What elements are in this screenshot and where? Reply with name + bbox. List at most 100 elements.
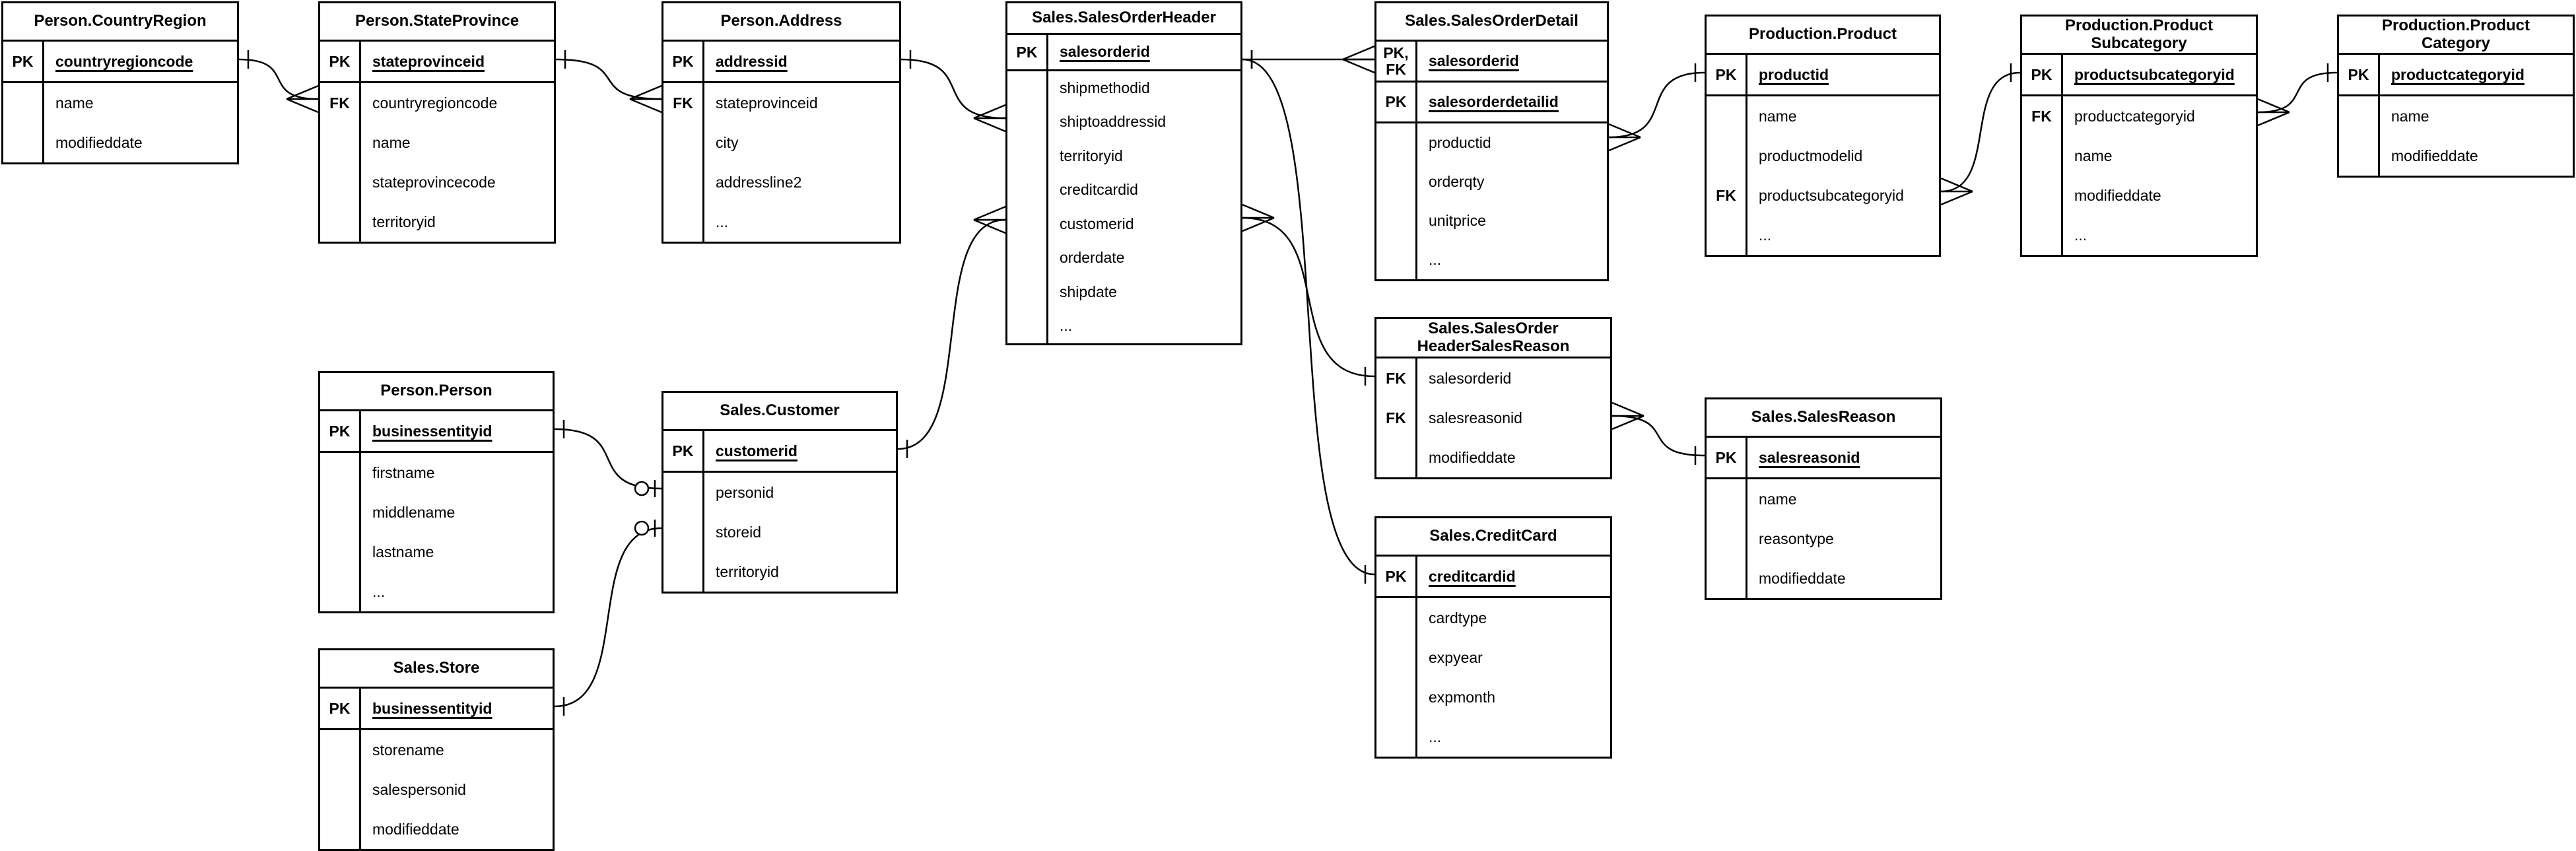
- field-row-firstname[interactable]: firstname: [320, 453, 553, 493]
- field-row-productid[interactable]: productid: [1376, 123, 1607, 162]
- field-row-modifieddate[interactable]: modifieddate: [3, 123, 237, 162]
- relationship-edge[interactable]: [554, 527, 662, 708]
- relationship-edge[interactable]: [897, 219, 1006, 450]
- field-row-productmodelid[interactable]: productmodelid: [1707, 136, 1939, 176]
- field-row-ellipsis[interactable]: ...: [1376, 240, 1607, 279]
- field-row-territoryid[interactable]: territoryid: [1007, 139, 1240, 173]
- field-row-reasontype[interactable]: reasontype: [1707, 519, 1940, 559]
- entity-title: Sales.SalesOrderHeader: [1007, 3, 1240, 35]
- relationship-edge[interactable]: [1242, 58, 1375, 576]
- relationship-edge[interactable]: [238, 58, 319, 100]
- field-row-name[interactable]: name: [2339, 96, 2573, 136]
- field-row-city[interactable]: city: [663, 123, 899, 162]
- field-row-modifieddate[interactable]: modifieddate: [1707, 559, 1940, 598]
- field-row-name[interactable]: name: [1707, 479, 1940, 519]
- field-row-name[interactable]: name: [1707, 96, 1939, 136]
- relationship-edge[interactable]: [1611, 415, 1705, 457]
- field-row-orderdate[interactable]: orderdate: [1007, 241, 1240, 275]
- field-row-territoryid[interactable]: territoryid: [663, 552, 896, 592]
- field-row-modifieddate[interactable]: modifieddate: [1376, 438, 1610, 477]
- field-row-name[interactable]: name: [3, 83, 237, 123]
- field-row-expmonth[interactable]: expmonth: [1376, 677, 1610, 717]
- entity-title: Production.Product Category: [2339, 17, 2573, 55]
- field-row-creditcardid[interactable]: creditcardid: [1007, 173, 1240, 207]
- field-row-expyear[interactable]: expyear: [1376, 638, 1610, 677]
- key-flag: [1707, 136, 1747, 176]
- field-row-customerid[interactable]: customerid: [1007, 207, 1240, 241]
- field-row-territoryid[interactable]: territoryid: [320, 202, 554, 242]
- field-row-ellipsis[interactable]: ...: [1707, 215, 1939, 255]
- field-row-shiptoaddressid[interactable]: shiptoaddressid: [1007, 105, 1240, 139]
- relationship-edge[interactable]: [1940, 71, 2021, 193]
- field-row-salespersonid[interactable]: salespersonid: [320, 770, 553, 809]
- field-row-ellipsis[interactable]: ...: [1007, 309, 1240, 343]
- relationship-edge[interactable]: [1242, 217, 1375, 378]
- relationship-edge[interactable]: [555, 58, 662, 100]
- relationship-edge[interactable]: [554, 428, 662, 490]
- field-row-ellipsis[interactable]: ...: [663, 202, 899, 242]
- field-row-storeid[interactable]: storeid: [663, 512, 896, 552]
- field-row-lastname[interactable]: lastname: [320, 532, 553, 572]
- field-row-addressline2[interactable]: addressline2: [663, 162, 899, 202]
- field-row-ellipsis[interactable]: ...: [320, 572, 553, 611]
- relationship-edge[interactable]: [900, 58, 1006, 119]
- field-row-orderqty[interactable]: orderqty: [1376, 162, 1607, 201]
- field-row-modifieddate[interactable]: modifieddate: [2339, 136, 2573, 176]
- field-row-name[interactable]: name: [320, 123, 554, 162]
- field-row-shipmethodid[interactable]: shipmethodid: [1007, 71, 1240, 105]
- field-row-storename[interactable]: storename: [320, 730, 553, 770]
- field-row-shipdate[interactable]: shipdate: [1007, 275, 1240, 309]
- field-row-modifieddate[interactable]: modifieddate: [2022, 176, 2256, 215]
- entity-title: Sales.Store: [320, 650, 553, 689]
- relationship Person.Person.businessentityid -> Sales.Customer.personid: [554, 420, 662, 497]
- field-row-ellipsis[interactable]: ...: [2022, 215, 2256, 255]
- field-row-unitprice[interactable]: unitprice: [1376, 201, 1607, 240]
- crow-foot-marker: [629, 85, 662, 100]
- field-name-text: expmonth: [1429, 688, 1496, 706]
- field-row-cardtype[interactable]: cardtype: [1376, 598, 1610, 638]
- relationship-edge[interactable]: [1608, 71, 1705, 139]
- relationship-edge[interactable]: [2257, 71, 2338, 114]
- field-row-modifieddate[interactable]: modifieddate: [320, 809, 553, 849]
- field-row-name[interactable]: name: [2022, 136, 2256, 176]
- field-row-middlename[interactable]: middlename: [320, 493, 553, 532]
- field-row-stateprovincecode[interactable]: stateprovincecode: [320, 162, 554, 202]
- field-row-personid[interactable]: personid: [663, 473, 896, 512]
- field-row-ellipsis[interactable]: ...: [1376, 717, 1610, 757]
